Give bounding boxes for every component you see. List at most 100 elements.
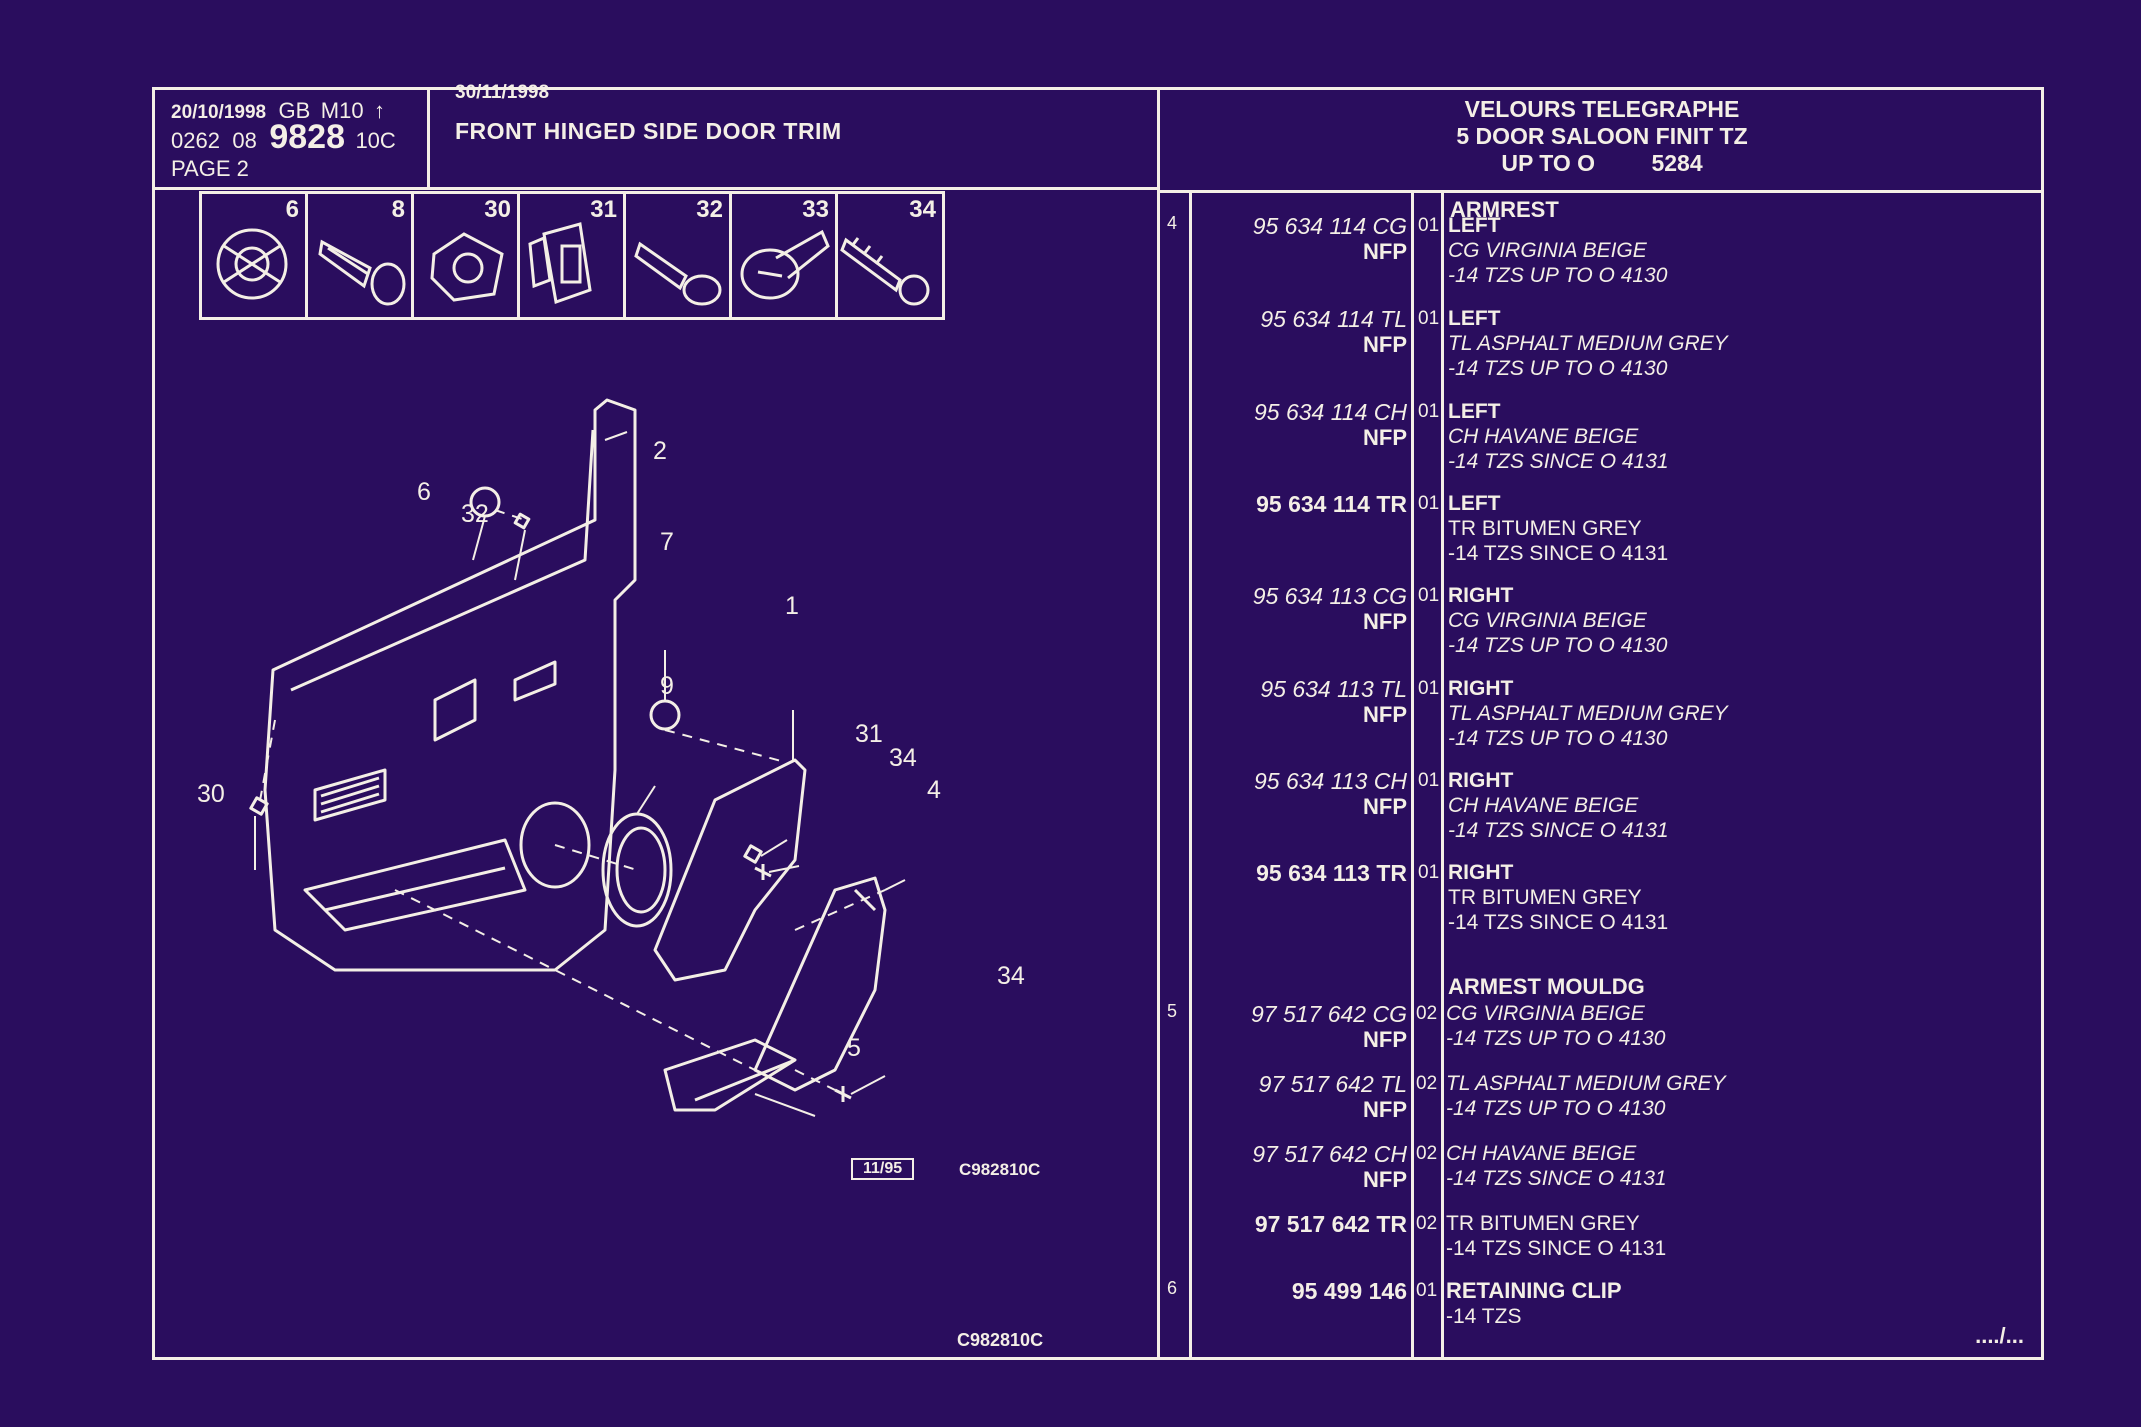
validity-number: 5284 <box>1651 150 1703 176</box>
part-applicability: -14 TZS UP TO O 4130 <box>1446 1027 1666 1050</box>
thumbnail-number: 30 <box>484 196 511 223</box>
callout-34a: 34 <box>889 744 917 772</box>
part-applicability: -14 TZS UP TO O 4130 <box>1448 727 1668 750</box>
nfp-flag: NFP <box>1363 1027 1407 1052</box>
washer-screw-icon <box>740 229 830 300</box>
quantity: 01 <box>1418 770 1440 791</box>
header-market: GB <box>278 98 311 123</box>
continued-marker: ..../... <box>1975 1323 2024 1348</box>
grommet-icon <box>216 228 288 300</box>
group-heading-armrest: ARMREST <box>1450 197 1559 222</box>
part-applicability: -14 TZS SINCE O 4131 <box>1448 911 1669 934</box>
thumbnail-number: 8 <box>391 196 405 223</box>
parts-sheet: 20/10/1998 GB M10 ↑ 0262 08 9828 10C PAG… <box>152 82 2044 1360</box>
clip-nut-icon <box>430 232 504 302</box>
thumbnail-number: 33 <box>802 196 829 223</box>
header-divider-vertical <box>427 90 430 190</box>
part-colour: CG VIRGINIA BEIGE <box>1448 239 1647 262</box>
thumbnail-number: 31 <box>590 196 617 223</box>
door-panel-outline <box>263 398 637 972</box>
header-code-a: 0262 <box>171 128 220 153</box>
part-applicability: -14 TZS UP TO O 4130 <box>1448 264 1668 287</box>
callout-2: 2 <box>653 437 667 465</box>
part-applicability: -14 TZS SINCE O 4131 <box>1446 1167 1667 1190</box>
part-description: RETAINING CLIP <box>1446 1278 1622 1303</box>
push-rivet-icon <box>318 239 406 306</box>
part-side: LEFT <box>1448 214 1501 237</box>
nfp-flag: NFP <box>1363 794 1407 819</box>
callout-30: 30 <box>197 780 225 808</box>
validity-line: UP TO O 5284 <box>1160 150 2044 177</box>
part-number: 97 517 642 TR <box>1254 1211 1407 1237</box>
thumbnail-30: 30 <box>414 194 520 320</box>
thumbnail-number: 34 <box>909 196 936 223</box>
nfp-flag: NFP <box>1363 1097 1407 1122</box>
part-number: 95 634 114 CG <box>1252 213 1407 239</box>
thumbnail-31: 31 <box>520 194 626 320</box>
part-side: LEFT <box>1448 307 1501 330</box>
quantity: 01 <box>1418 308 1440 329</box>
part-applicability: -14 TZS SINCE O 4131 <box>1448 450 1669 473</box>
part-colour: TR BITUMEN GREY <box>1448 517 1642 540</box>
item-index: 5 <box>1166 1001 1177 1021</box>
thumbnail-6: 6 <box>202 194 308 320</box>
header-code-line: 0262 08 9828 10C <box>171 118 396 157</box>
quantity: 02 <box>1416 1073 1438 1094</box>
thumbnail-33: 33 <box>732 194 838 320</box>
callout-31: 31 <box>855 720 883 748</box>
nfp-flag: NFP <box>1363 332 1407 357</box>
header-divider-right <box>1157 190 2044 193</box>
header-code-c: 10C <box>355 128 396 153</box>
page-title: FRONT HINGED SIDE DOOR TRIM <box>455 118 842 144</box>
group-heading-moulding: ARMEST MOULDG <box>1448 974 1645 999</box>
quantity: 01 <box>1418 585 1440 606</box>
part-number: 95 634 113 CH <box>1253 768 1407 794</box>
header-date-line: 20/10/1998 GB M10 ↑ <box>171 98 385 124</box>
nfp-flag: NFP <box>1363 425 1407 450</box>
validity-label: UP TO O <box>1501 150 1596 176</box>
part-row-retaining-clip: 6 95 499 146 01 RETAINING CLIP -14 TZS <box>1160 1278 2044 1370</box>
callout-5: 5 <box>847 1034 861 1062</box>
part-number: 95 634 114 CH <box>1253 399 1407 425</box>
nfp-flag: NFP <box>1363 239 1407 264</box>
callout-6: 6 <box>417 478 431 506</box>
part-colour: CH HAVANE BEIGE <box>1448 425 1639 448</box>
quantity: 02 <box>1416 1003 1438 1024</box>
part-colour: CH HAVANE BEIGE <box>1448 794 1639 817</box>
door-trim-exploded-diagram <box>249 398 906 1117</box>
header-divider-left <box>155 187 1160 190</box>
part-number: 95 634 113 TL <box>1260 676 1407 702</box>
part-side: RIGHT <box>1448 677 1514 700</box>
screw-icon <box>634 241 722 306</box>
part-applicability: -14 TZS UP TO O 4130 <box>1448 634 1668 657</box>
diagram-reference: C982810C <box>959 1160 1041 1179</box>
part-side: RIGHT <box>1448 584 1514 607</box>
part-number: 97 517 642 CH <box>1252 1141 1407 1167</box>
part-number: 95 634 114 TR <box>1256 491 1407 517</box>
thumbnail-34: 34 <box>838 194 942 320</box>
part-side: RIGHT <box>1448 861 1514 884</box>
diagram-reference-bottom: C982810C <box>957 1330 1044 1350</box>
thumbnail-8: 8 <box>308 194 414 320</box>
callout-1: 1 <box>785 592 799 620</box>
snap-clip-icon <box>528 222 592 305</box>
up-arrow-icon: ↑ <box>374 98 386 123</box>
part-applicability: -14 TZS UP TO O 4130 <box>1448 357 1668 380</box>
part-colour: TR BITUMEN GREY <box>1448 886 1642 909</box>
part-side: LEFT <box>1448 492 1501 515</box>
quantity: 01 <box>1418 401 1440 422</box>
quantity: 01 <box>1418 862 1440 883</box>
nfp-flag: NFP <box>1363 1167 1407 1192</box>
quantity: 01 <box>1418 493 1440 514</box>
thumbnail-number: 6 <box>285 196 299 223</box>
item-index: 6 <box>1166 1278 1177 1298</box>
part-number-column-divider <box>1411 193 1414 1360</box>
